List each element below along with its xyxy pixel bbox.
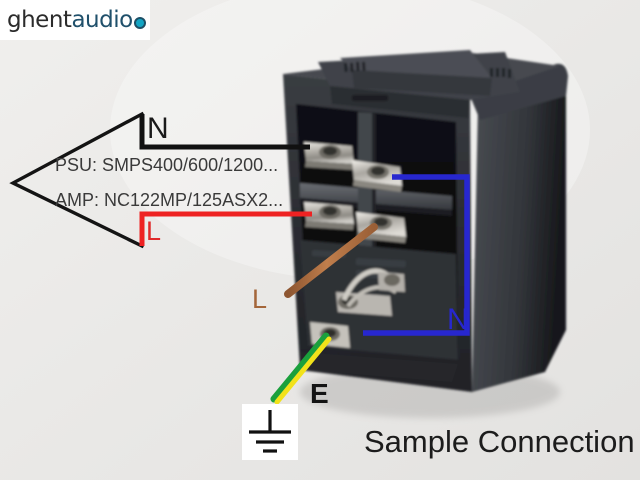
live-brown-label: L — [252, 284, 268, 314]
teal-dot-icon — [133, 17, 146, 29]
brand-name-part2: audio — [71, 7, 133, 33]
brand-name: ghentaudio — [0, 7, 133, 33]
brand-logo: ghentaudio — [0, 0, 150, 40]
neutral-blue-label: N — [447, 303, 469, 336]
live-brown-wire — [284, 223, 378, 298]
brand-name-part1: ghent — [7, 7, 72, 33]
neutral-blue-wire — [363, 174, 470, 336]
live-red-wire — [139, 211, 312, 246]
caption-text: Sample Connection — [364, 424, 635, 459]
amp-label: AMP: NC122MP/125ASX2... — [55, 190, 284, 210]
earth-wire — [270, 332, 332, 405]
earth-label: E — [310, 378, 329, 409]
left-bracket-arrow-icon — [9, 111, 145, 249]
live-red-label: L — [146, 216, 162, 246]
earth-ground-icon — [242, 404, 298, 460]
neutral-black-wire — [139, 114, 310, 150]
psu-label: PSU: SMPS400/600/1200... — [55, 155, 279, 175]
neutral-black-label: N — [147, 112, 169, 145]
